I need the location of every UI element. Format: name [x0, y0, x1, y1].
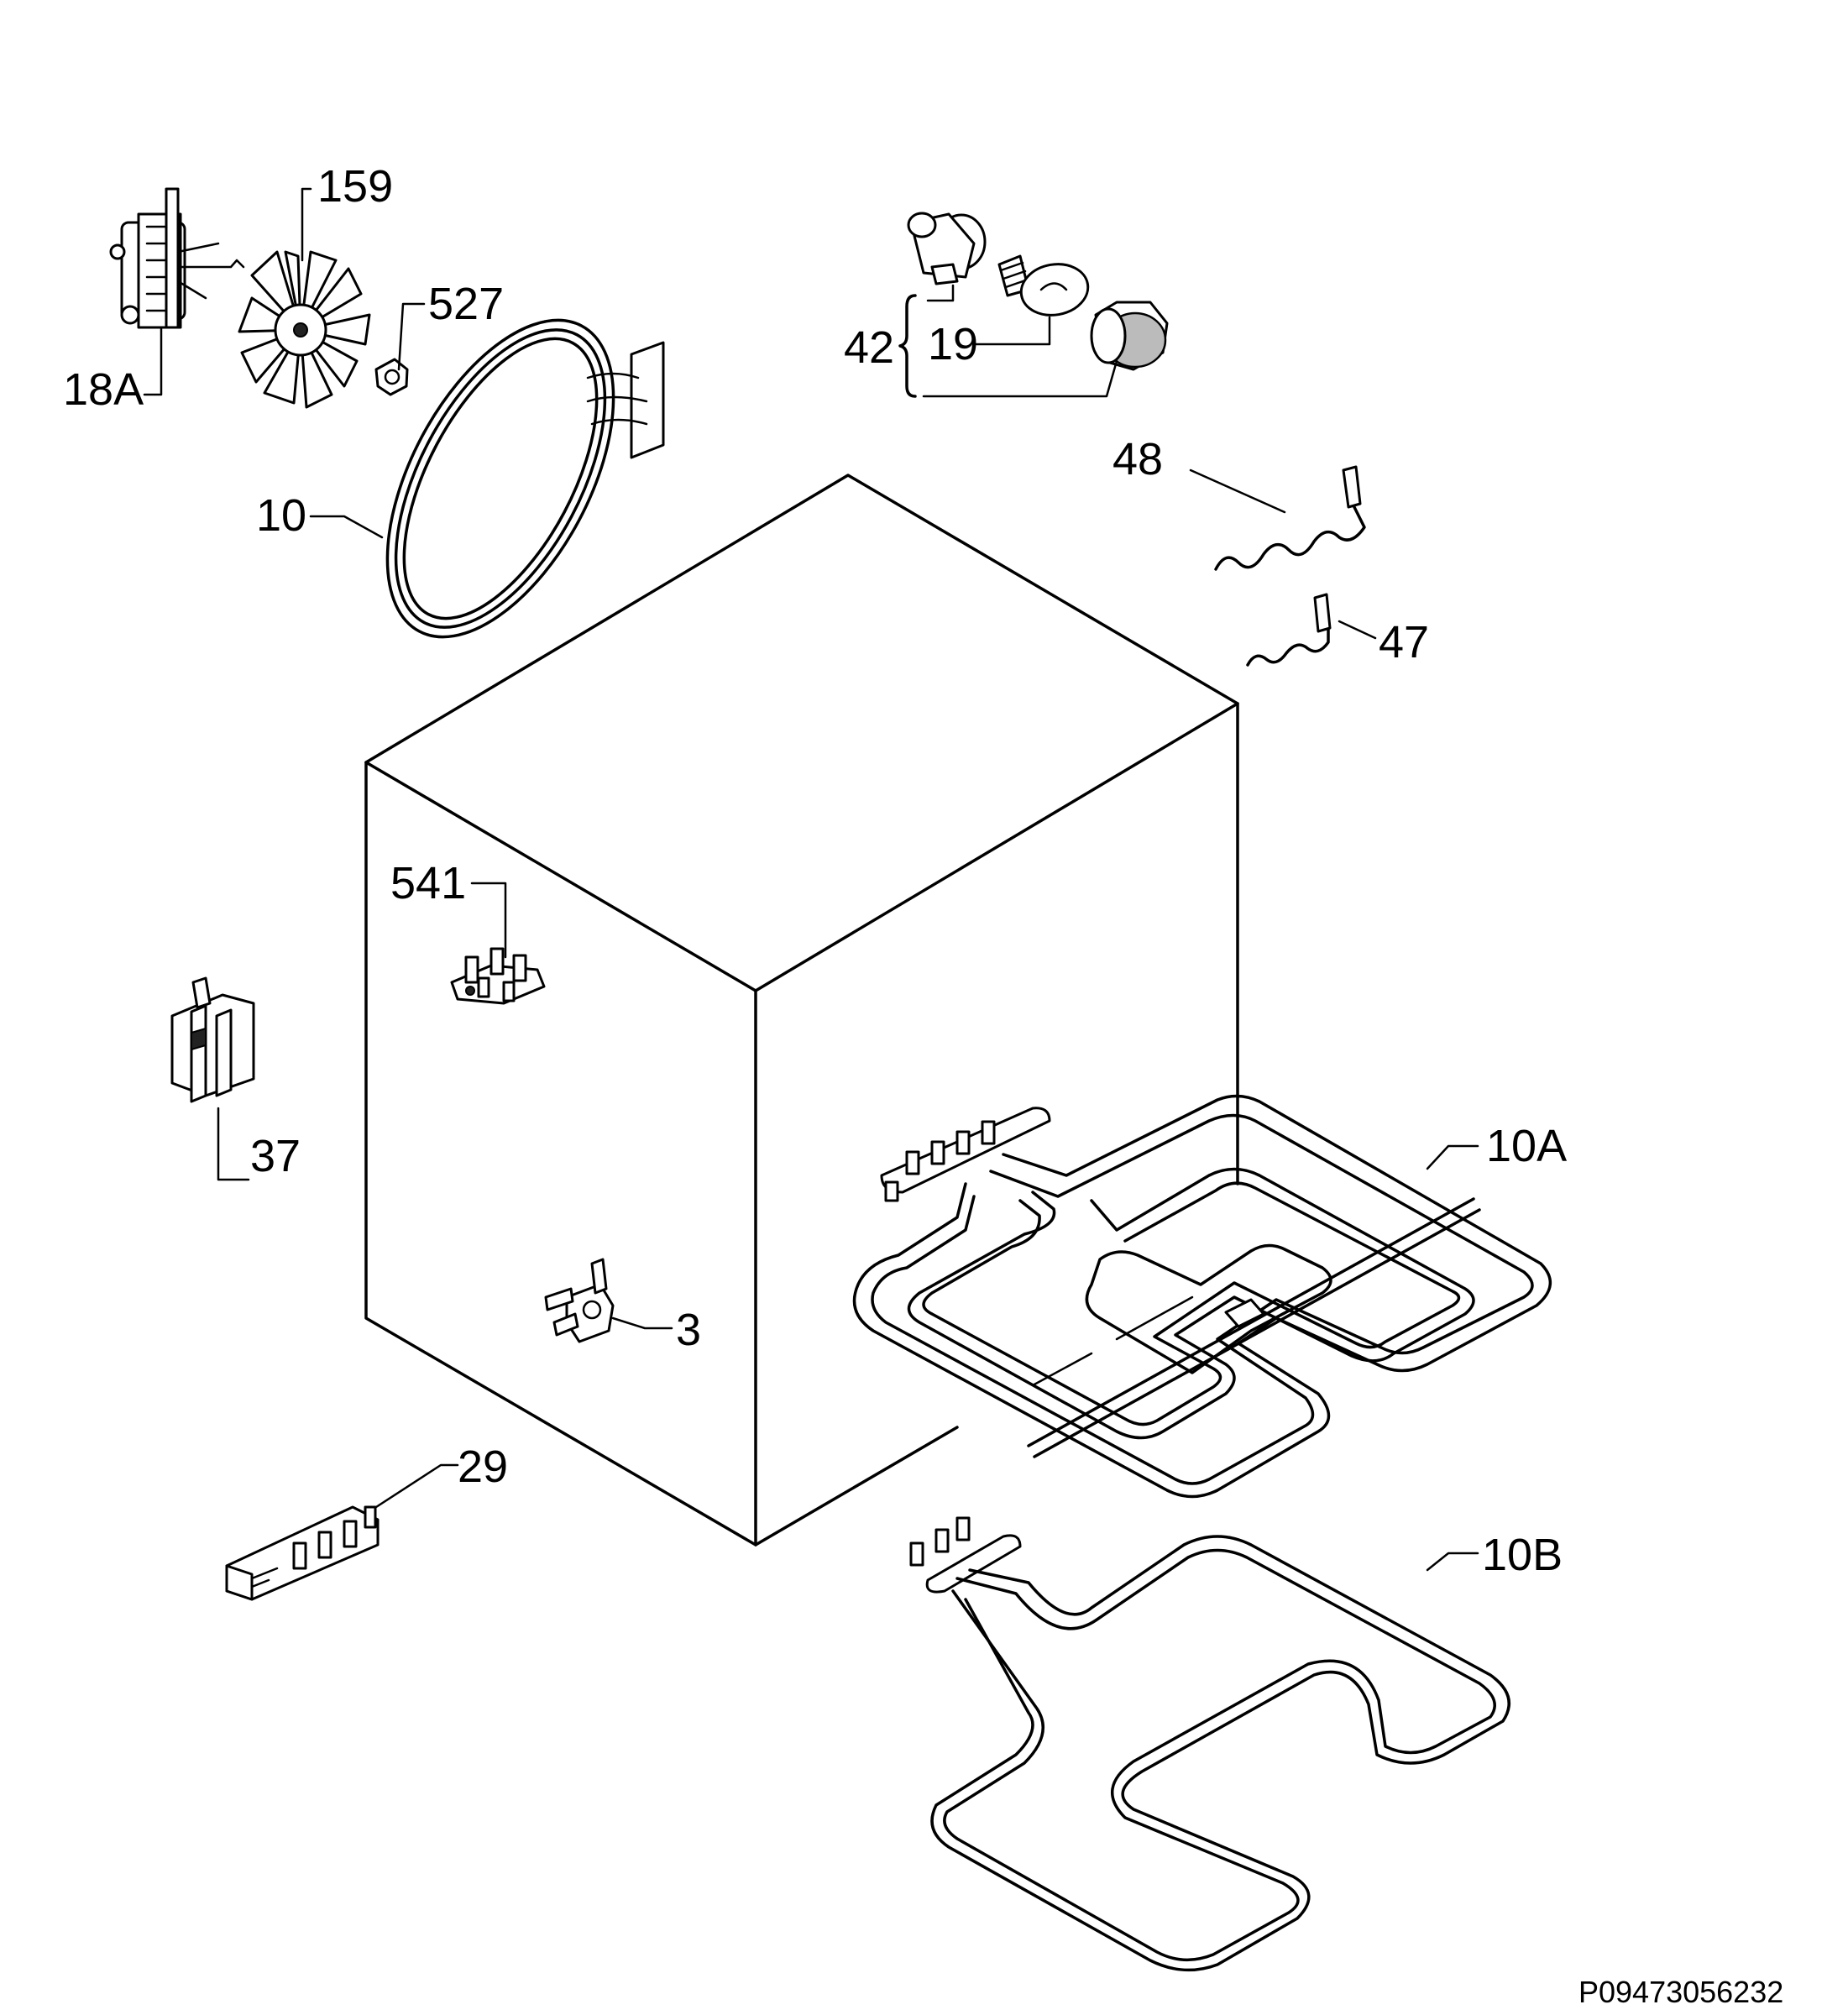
label-29: 29	[458, 1442, 508, 1492]
electronic-module-part	[225, 1505, 380, 1601]
switch-part	[170, 976, 255, 1103]
lamp-bulb-part	[997, 254, 1090, 317]
label-527: 527	[428, 279, 504, 329]
wavy-wire-47-part	[1246, 593, 1332, 667]
lamp-cover-part	[1090, 301, 1169, 371]
grill-element-10a-part	[852, 1094, 1552, 1499]
label-541: 541	[390, 858, 466, 908]
thermal-cutout-part	[544, 1258, 615, 1343]
fan-wheel-part	[238, 250, 371, 409]
lamp-socket-part	[907, 212, 987, 285]
label-18a: 18A	[63, 364, 144, 415]
oven-cavity	[364, 474, 1239, 1547]
label-3: 3	[676, 1305, 701, 1355]
terminal-block-part	[450, 947, 546, 1005]
nut-part	[374, 358, 409, 396]
leader-lines	[143, 187, 1479, 1572]
bottom-element-10b-part	[909, 1516, 1510, 1972]
wavy-wire-48-part	[1214, 465, 1366, 571]
label-48: 48	[1112, 434, 1163, 484]
label-159: 159	[317, 161, 393, 212]
label-47: 47	[1379, 617, 1429, 667]
circular-heating-element-part	[385, 318, 665, 639]
label-42: 42	[844, 322, 894, 373]
part-labels: 159 527 18A 10 42 19 48 47 541 37 10A 3 …	[63, 161, 1567, 1580]
label-10b: 10B	[1482, 1530, 1563, 1580]
label-10a: 10A	[1486, 1121, 1567, 1171]
label-37: 37	[250, 1131, 301, 1181]
drawing-code: P09473056232	[1578, 1975, 1783, 2009]
fan-motor-part	[109, 187, 245, 329]
label-19: 19	[928, 319, 978, 369]
label-10: 10	[256, 490, 306, 541]
